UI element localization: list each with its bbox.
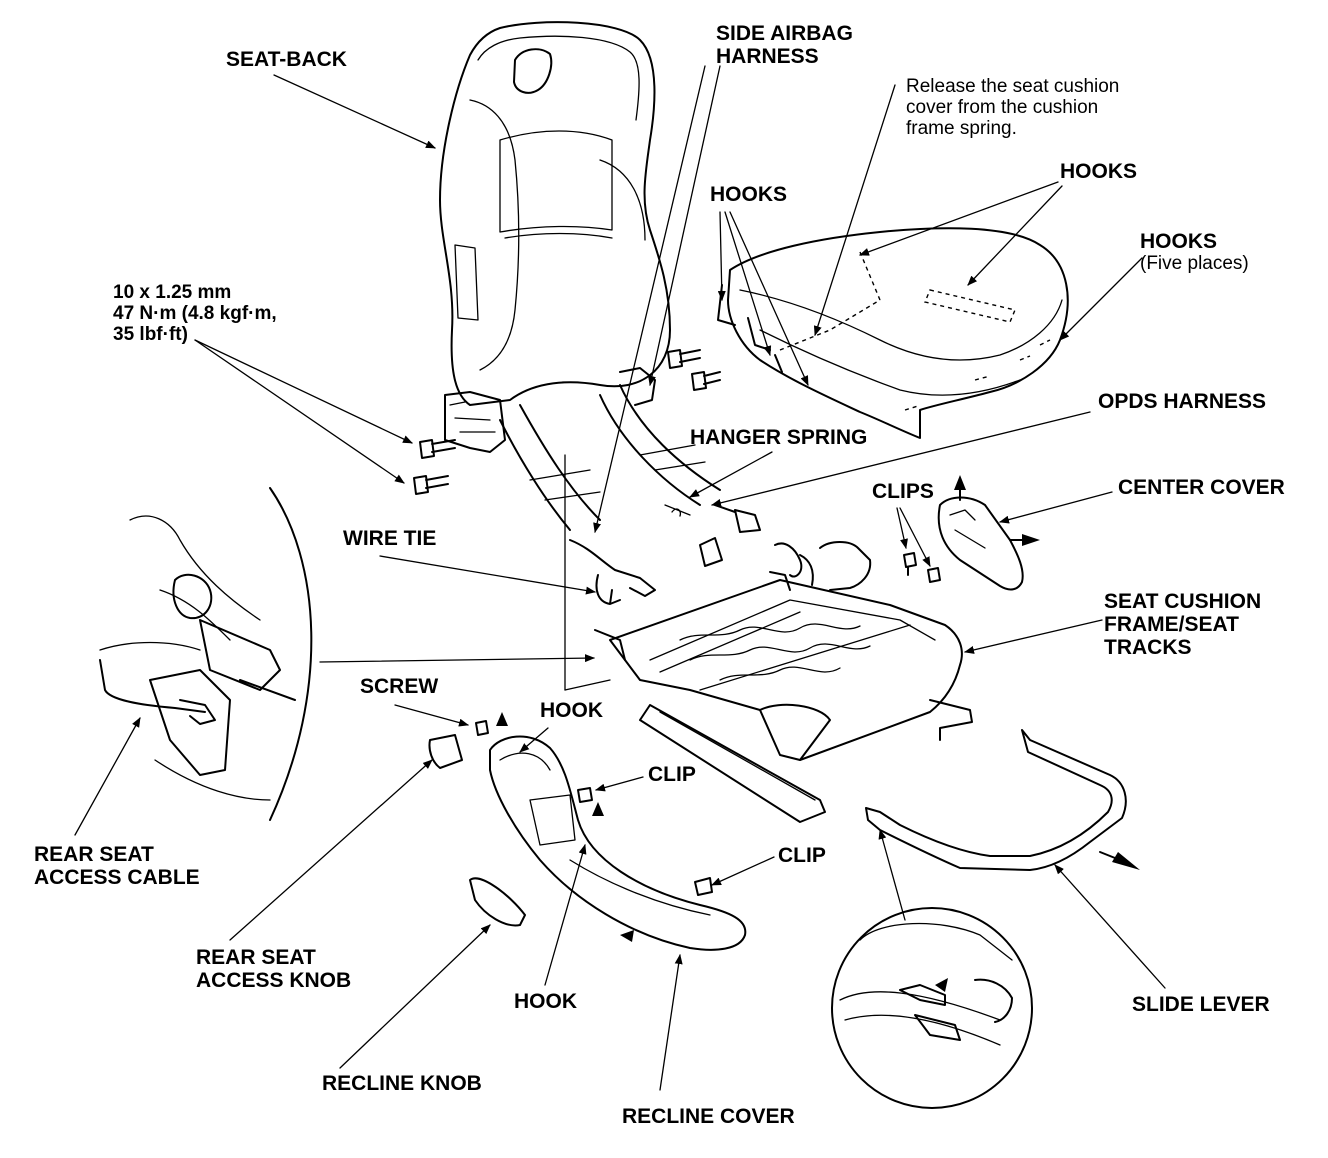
rear-seat-access-knob-line2: ACCESS KNOB — [196, 969, 352, 992]
release-note: Release the seat cushion cover from the … — [906, 76, 1119, 139]
bolt-torque-spec: 10 x 1.25 mm 47 N·m (4.8 kgf·m, 35 lbf·f… — [113, 282, 277, 345]
label-rear-seat-access-knob: REAR SEAT ACCESS KNOB — [196, 946, 351, 992]
seat-cushion-frame-line3: TRACKS — [1104, 636, 1192, 659]
label-clip-lower: CLIP — [778, 844, 826, 867]
label-center-cover: CENTER COVER — [1118, 476, 1285, 499]
seat-back-drawing — [439, 21, 721, 531]
label-hook-lower: HOOK — [514, 990, 577, 1013]
rear-seat-access-knob-line1: REAR SEAT — [196, 946, 316, 969]
label-clips: CLIPS — [872, 480, 934, 503]
seat-cushion-frame-drawing — [594, 541, 973, 823]
label-rear-seat-access-cable: REAR SEAT ACCESS CABLE — [34, 843, 200, 889]
seat-cushion-frame-line2: FRAME/SEAT — [1104, 613, 1239, 636]
slide-lever-detail-inset — [831, 907, 1033, 1109]
label-side-airbag-harness-line1: SIDE AIRBAG — [716, 22, 853, 45]
label-seat-back: SEAT-BACK — [226, 48, 347, 71]
release-note-line3: frame spring. — [906, 118, 1017, 139]
rear-seat-access-cable-line1: REAR SEAT — [34, 843, 154, 866]
label-hanger-spring: HANGER SPRING — [690, 426, 868, 449]
label-side-airbag-harness-line2: HARNESS — [716, 45, 819, 68]
label-seat-cushion-frame: SEAT CUSHION FRAME/SEAT TRACKS — [1104, 590, 1261, 659]
label-slide-lever: SLIDE LEVER — [1132, 993, 1270, 1016]
label-recline-cover: RECLINE COVER — [622, 1105, 795, 1128]
leader-lines — [74, 65, 1166, 1091]
label-wire-tie: WIRE TIE — [343, 527, 437, 550]
seat-cushion-cover-drawing — [717, 227, 1069, 439]
slide-lever-drawing — [865, 729, 1140, 871]
label-screw: SCREW — [360, 675, 439, 698]
label-opds-harness: OPDS HARNESS — [1098, 390, 1267, 413]
bolt-spec-line3: 35 lbf·ft) — [113, 324, 188, 345]
seat-cushion-frame-line1: SEAT CUSHION — [1104, 590, 1262, 613]
label-hooks-top: HOOKS — [1060, 160, 1138, 183]
rear-seat-access-inset — [99, 487, 313, 821]
label-hook-upper: HOOK — [540, 699, 603, 722]
label-side-airbag-harness: SIDE AIRBAG HARNESS — [716, 22, 853, 68]
release-note-line2: cover from the cushion — [906, 97, 1099, 118]
label-clip-upper: CLIP — [648, 763, 696, 786]
center-cover-drawing — [903, 475, 1040, 591]
harness-parts — [569, 504, 803, 605]
bolts — [413, 349, 721, 495]
label-hooks-right: HOOKS — [1140, 230, 1218, 253]
rear-seat-access-cable-line2: ACCESS CABLE — [34, 866, 200, 889]
recline-cover-drawing — [428, 712, 747, 951]
label-recline-knob: RECLINE KNOB — [322, 1072, 482, 1095]
release-note-line1: Release the seat cushion — [906, 76, 1120, 97]
bolt-spec-line2: 47 N·m (4.8 kgf·m, — [113, 303, 277, 324]
bolt-spec-line1: 10 x 1.25 mm — [113, 282, 232, 303]
label-hooks-left: HOOKS — [710, 183, 788, 206]
label-hooks-right-note: (Five places) — [1140, 253, 1249, 274]
label-hooks-right-group: HOOKS (Five places) — [1140, 230, 1249, 274]
